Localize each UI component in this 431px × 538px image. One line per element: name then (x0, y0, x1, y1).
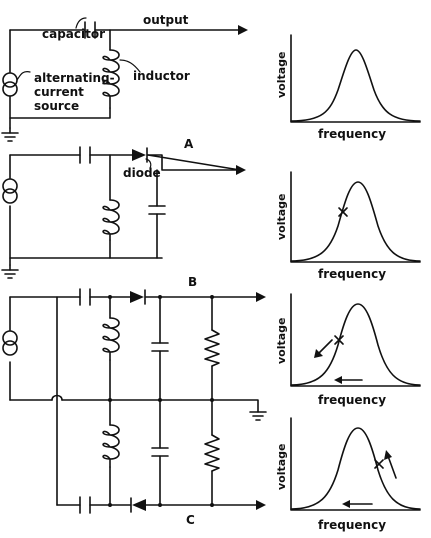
panel-c-resistor-top (204, 329, 220, 367)
panel-a-capacitor-pointer (75, 17, 87, 29)
panel-c-resistor-bottom (204, 434, 220, 472)
panel-a: capacitor output alternating- current so… (1, 13, 421, 151)
panel-c-diode-top-symbol (130, 289, 146, 305)
panel-a-source-label-line1: alternating- (34, 71, 115, 85)
panel-c-graph-upper-xlabel: frequency (318, 393, 386, 407)
panel-b-diode-label: diode (123, 166, 161, 180)
panel-c-graph-lower-curve-arrowhead (384, 450, 392, 460)
panel-c-graph-upper-freq-arrowhead (334, 376, 342, 384)
panel-a-wire-bottom (9, 107, 111, 119)
panel-a-source-pointer (16, 71, 31, 81)
panel-b-diode-pointer (145, 158, 152, 169)
panel-b-letter: B (188, 275, 197, 289)
panel-a-capacitor-symbol (84, 21, 96, 39)
panel-a-source-label-line3: source (34, 99, 79, 113)
panel-c-graph-upper-curve (290, 303, 421, 386)
panel-a-resonance-curve (290, 49, 421, 122)
panel-c-graph-lower-ylabel: voltage (275, 443, 288, 490)
panel-c-capacitor-top-series-symbol (79, 288, 91, 306)
panel-b-wire-top (9, 154, 241, 171)
panel-b-graph-xlabel: frequency (318, 267, 386, 281)
panel-c-graph-upper-marker (334, 335, 344, 345)
panel-a-ground-symbol (1, 127, 19, 142)
panel-c-ac-source-symbol (2, 330, 18, 356)
panel-c-inductor-bottom-coil (102, 424, 120, 468)
panel-b-graph: voltage frequency (275, 171, 421, 281)
panel-b-graph-axes (290, 171, 421, 263)
panel-c-output-arrowhead-top (256, 292, 266, 302)
panel-b-capacitor-shunt-symbol (148, 205, 166, 215)
panel-a-letter: A (184, 137, 194, 151)
panel-c: C voltage frequency (2, 288, 421, 532)
panel-a-output-label: output (143, 13, 189, 27)
panel-a-graph-axes (290, 34, 421, 123)
panel-b-inductor-coil (102, 199, 120, 241)
panel-c-capacitor-bottom-series-symbol (79, 496, 91, 514)
panel-b: diode B voltage frequency (1, 146, 421, 289)
panel-b-wire-top-2 (147, 154, 239, 171)
panel-c-capacitor-top-shunt-symbol (151, 342, 169, 352)
panel-c-graph-upper-curve-arrowhead (314, 349, 323, 358)
panel-b-output-arrowhead (236, 165, 246, 175)
panel-c-graph-lower-marker (374, 459, 384, 469)
panel-c-wire-middle (9, 399, 259, 413)
panel-b-ground-symbol (1, 264, 19, 279)
panel-c-graph-lower-curve-arrow (387, 455, 397, 479)
panel-c-junction-dots (108, 295, 214, 507)
panel-a-inductor-coil (102, 49, 120, 109)
panel-c-graph-lower: voltage frequency (275, 417, 421, 532)
panel-a-ac-source-symbol (2, 72, 18, 97)
panel-c-ground-symbol (249, 411, 267, 421)
panel-c-graph-lower-axes (290, 417, 421, 511)
panel-c-inductor-top-coil (102, 317, 120, 361)
panel-a-graph-xlabel: frequency (318, 127, 386, 141)
panel-c-graph-lower-xlabel: frequency (318, 518, 386, 532)
panel-b-graph-ylabel: voltage (275, 193, 288, 240)
panel-b-operating-point-marker (338, 207, 348, 217)
panel-b-diode-symbol (132, 147, 148, 163)
panel-b-ac-source-symbol (2, 178, 18, 204)
panel-a-graph: voltage frequency (275, 34, 421, 141)
panel-c-graph-upper-axes (290, 293, 421, 387)
panel-c-graph-upper-ylabel: voltage (275, 317, 288, 364)
panel-c-graph-lower-freq-arrowhead (342, 500, 350, 508)
panel-a-inductor-label: inductor (133, 69, 190, 83)
panel-c-diode-bottom-symbol (130, 497, 146, 513)
panel-c-graph-upper: voltage frequency (275, 293, 421, 407)
panel-b-resonance-curve (290, 181, 421, 262)
panel-c-output-arrowhead-bottom (256, 500, 266, 510)
panel-c-capacitor-bottom-shunt-symbol (151, 447, 169, 457)
panel-a-output-arrowhead (238, 25, 248, 35)
panel-a-inductor-pointer (119, 59, 141, 73)
panel-a-graph-ylabel: voltage (275, 51, 288, 98)
panel-c-graph-lower-curve (290, 427, 421, 510)
panel-b-capacitor-series-symbol (79, 146, 91, 164)
panel-a-capacitor-label: capacitor (42, 27, 105, 41)
panel-c-graph-upper-curve-arrow (317, 339, 333, 355)
panel-a-source-label-line2: current (34, 85, 84, 99)
panel-c-letter: C (186, 513, 195, 527)
